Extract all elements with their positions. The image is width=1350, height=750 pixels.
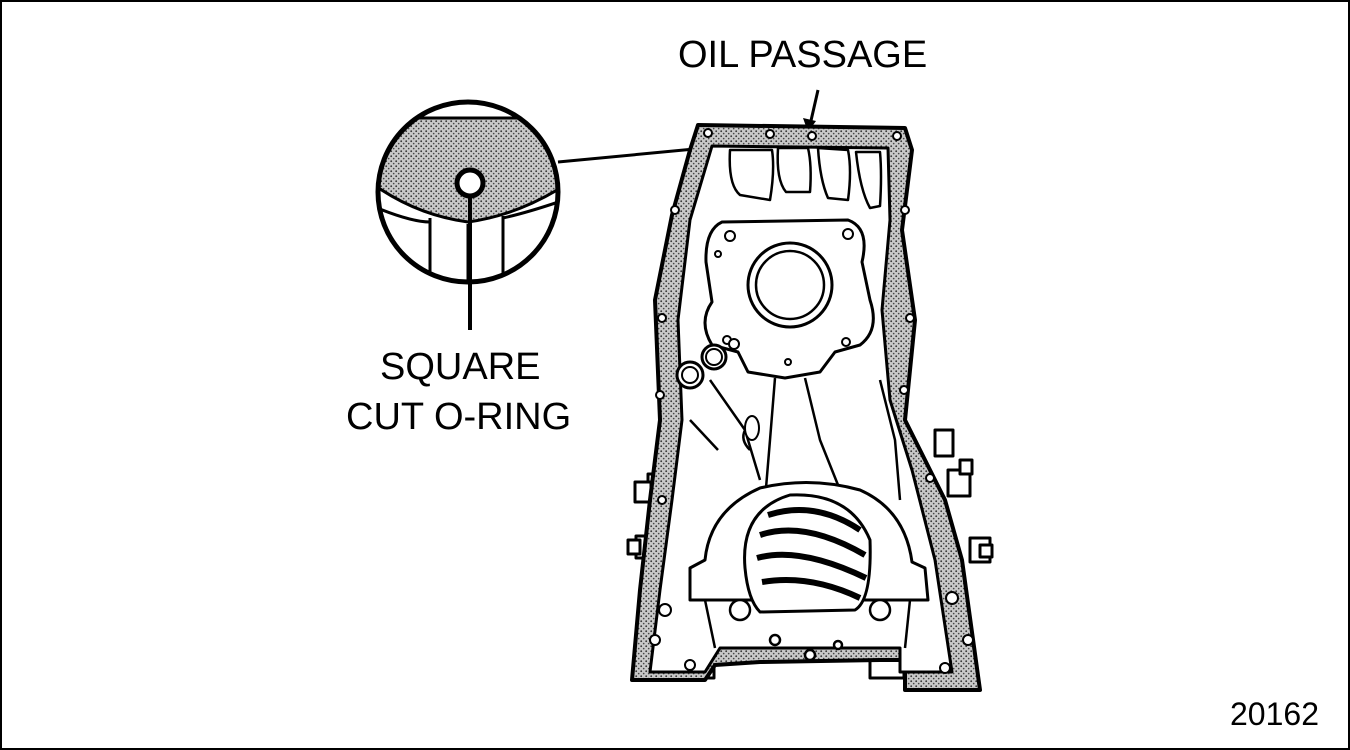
o-ring-detail	[454, 167, 486, 199]
square-cut-o-ring-label-line1: SQUARE	[380, 346, 541, 388]
engine-block	[626, 123, 994, 692]
oil-passage-label: OIL PASSAGE	[678, 34, 928, 76]
detail-magnifier	[375, 99, 561, 330]
detail-leader-line	[557, 146, 706, 164]
square-cut-o-ring-label-line2: CUT O-RING	[346, 396, 572, 438]
figure-number: 20162	[1230, 696, 1319, 732]
oil-passage-arrow	[808, 89, 820, 126]
